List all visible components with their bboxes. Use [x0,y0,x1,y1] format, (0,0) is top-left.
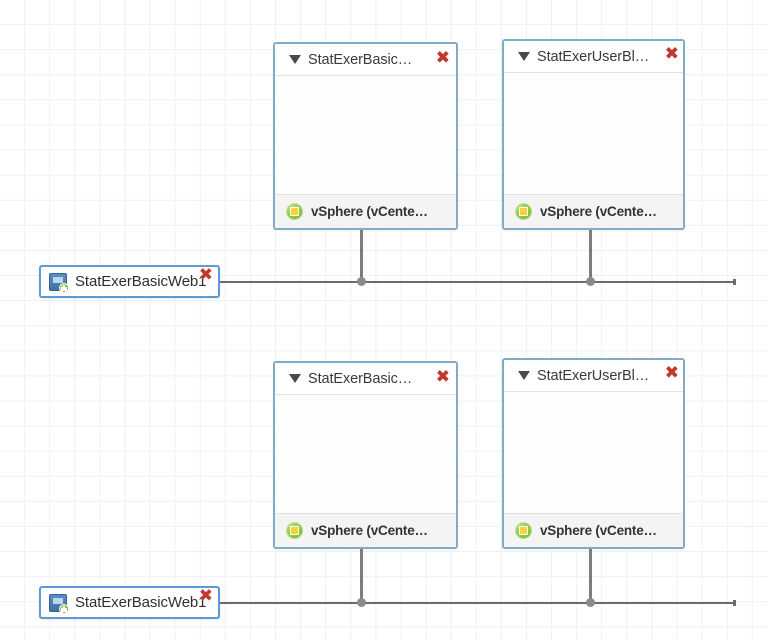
connector-junction-dot [586,277,595,286]
connector-junction-dot [586,598,595,607]
connector-end-cap [733,600,736,606]
container-title: StatExerUserBl… [537,48,650,65]
connector-junction-dot [357,277,366,286]
connector-drop-line [360,230,363,281]
close-icon[interactable]: ✖ [198,586,213,606]
vm-node-label: StatExerBasicWeb1 [75,273,207,290]
container-node[interactable]: StatExerUserBl… ✖ vSphere (vCente… [502,39,685,230]
container-body [275,395,456,513]
vm-node[interactable]: StatExerBasicWeb1 ✖ [39,265,220,298]
container-node[interactable]: StatExerBasic… ✖ vSphere (vCente… [273,42,458,230]
connector-drop-line [589,549,592,602]
caret-down-icon[interactable] [289,55,301,64]
caret-down-icon[interactable] [289,374,301,383]
caret-down-icon[interactable] [518,371,530,380]
close-icon[interactable]: ✖ [435,367,450,387]
container-header[interactable]: StatExerBasic… ✖ [275,44,456,76]
connector-junction-dot [357,598,366,607]
connector-end-cap [733,279,736,285]
container-footer[interactable]: vSphere (vCente… [275,194,456,228]
vsphere-icon [286,203,303,220]
close-icon[interactable]: ✖ [664,363,679,383]
container-body [504,392,683,513]
close-icon[interactable]: ✖ [198,265,213,285]
container-title: StatExerBasic… [308,51,413,68]
add-badge-icon [59,282,69,293]
container-footer[interactable]: vSphere (vCente… [504,194,683,228]
vm-node-label: StatExerBasicWeb1 [75,594,207,611]
container-footer-label: vSphere (vCente… [540,523,657,538]
container-node[interactable]: StatExerUserBl… ✖ vSphere (vCente… [502,358,685,549]
close-icon[interactable]: ✖ [435,48,450,68]
container-footer-label: vSphere (vCente… [540,204,657,219]
vm-node[interactable]: StatExerBasicWeb1 ✖ [39,586,220,619]
vsphere-icon [286,522,303,539]
container-title: StatExerBasic… [308,370,413,387]
vsphere-icon [515,522,532,539]
container-header[interactable]: StatExerUserBl… ✖ [504,41,683,73]
container-footer-label: vSphere (vCente… [311,204,428,219]
vm-add-icon [49,272,69,293]
container-body [504,73,683,194]
close-icon[interactable]: ✖ [664,44,679,64]
vsphere-icon [515,203,532,220]
connector-drop-line [360,549,363,602]
connector-bus-line [216,602,735,604]
vm-add-icon [49,593,69,614]
container-header[interactable]: StatExerUserBl… ✖ [504,360,683,392]
caret-down-icon[interactable] [518,52,530,61]
container-header[interactable]: StatExerBasic… ✖ [275,363,456,395]
container-node[interactable]: StatExerBasic… ✖ vSphere (vCente… [273,361,458,549]
add-badge-icon [59,603,69,614]
container-title: StatExerUserBl… [537,367,650,384]
connector-drop-line [589,230,592,281]
container-footer[interactable]: vSphere (vCente… [275,513,456,547]
container-footer-label: vSphere (vCente… [311,523,428,538]
connector-bus-line [216,281,735,283]
container-body [275,76,456,194]
container-footer[interactable]: vSphere (vCente… [504,513,683,547]
